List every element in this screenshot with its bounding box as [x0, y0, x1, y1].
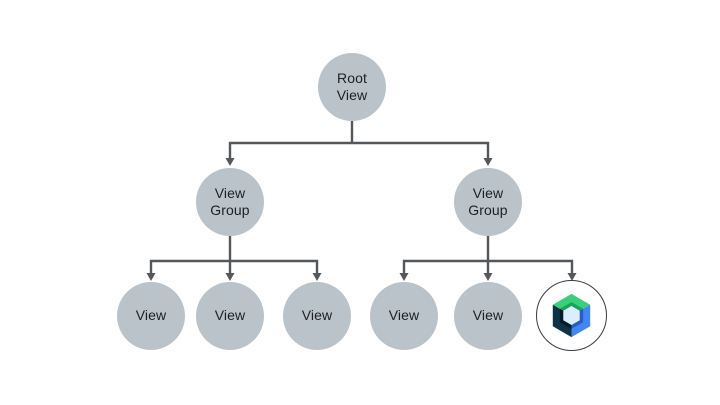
node-label: Root View [336, 69, 368, 104]
node-label: View [388, 307, 420, 324]
jetpack-compose-icon [552, 293, 591, 338]
node-label: View Group [468, 184, 508, 219]
node-root-view: Root View [318, 53, 386, 121]
node-label: View [472, 307, 504, 324]
compose-center-hexagon [563, 306, 580, 325]
node-label: View Group [210, 184, 250, 219]
arrowhead [483, 158, 493, 166]
arrowhead [399, 273, 409, 281]
node-view-2: View [196, 282, 264, 350]
arrowhead [483, 273, 493, 281]
node-label: View [135, 307, 167, 324]
node-label: View [214, 307, 246, 324]
arrowhead [567, 273, 577, 281]
node-view-1: View [117, 282, 185, 350]
arrowhead [312, 273, 322, 281]
arrowhead [225, 158, 235, 166]
node-view-4: View [370, 282, 438, 350]
arrowhead [146, 273, 156, 281]
node-view-5: View [454, 282, 522, 350]
node-view-group-left: View Group [196, 168, 264, 236]
node-view-group-right: View Group [454, 168, 522, 236]
node-jetpack-compose [536, 280, 607, 351]
tree-edges [149, 121, 574, 274]
arrowhead [225, 273, 235, 281]
node-label: View [301, 307, 333, 324]
node-view-3: View [283, 282, 351, 350]
